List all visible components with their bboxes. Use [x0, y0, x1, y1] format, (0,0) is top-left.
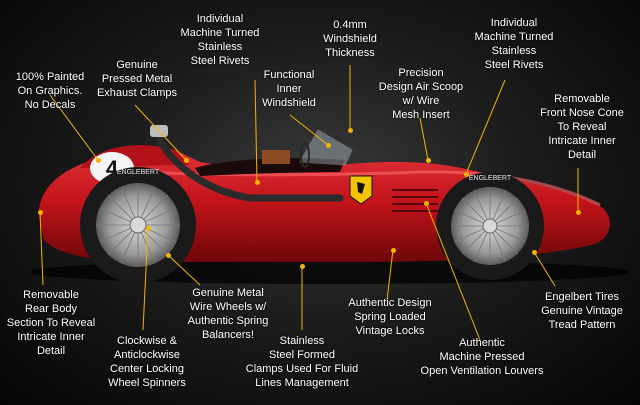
rear-tire-text: ENGLEBERT — [117, 169, 160, 176]
leader-dot — [38, 210, 43, 215]
seat — [262, 150, 290, 164]
leader-dot — [166, 253, 171, 258]
leader-dot — [426, 158, 431, 163]
callout-leader-lines — [39, 65, 579, 341]
leader-dot — [96, 158, 101, 163]
front-wheel: ENGLEBERT — [436, 172, 544, 280]
leader-dot — [146, 226, 151, 231]
ventilation-louvers-graphic — [392, 189, 438, 212]
leader-dot — [424, 201, 429, 206]
leader-dot — [464, 172, 469, 177]
leader-dot — [348, 128, 353, 133]
exhaust-pipe — [156, 136, 344, 202]
leader-dot — [391, 248, 396, 253]
prancing-horse — [357, 182, 365, 194]
leader-dot — [576, 210, 581, 215]
leader-dot — [532, 250, 537, 255]
steering-wheel — [300, 142, 310, 168]
front-tire-text: ENGLEBERT — [469, 175, 512, 182]
leader-dot — [255, 180, 260, 185]
leader-dot — [300, 264, 305, 269]
leader-dot — [184, 158, 189, 163]
leader-dot — [326, 143, 331, 148]
